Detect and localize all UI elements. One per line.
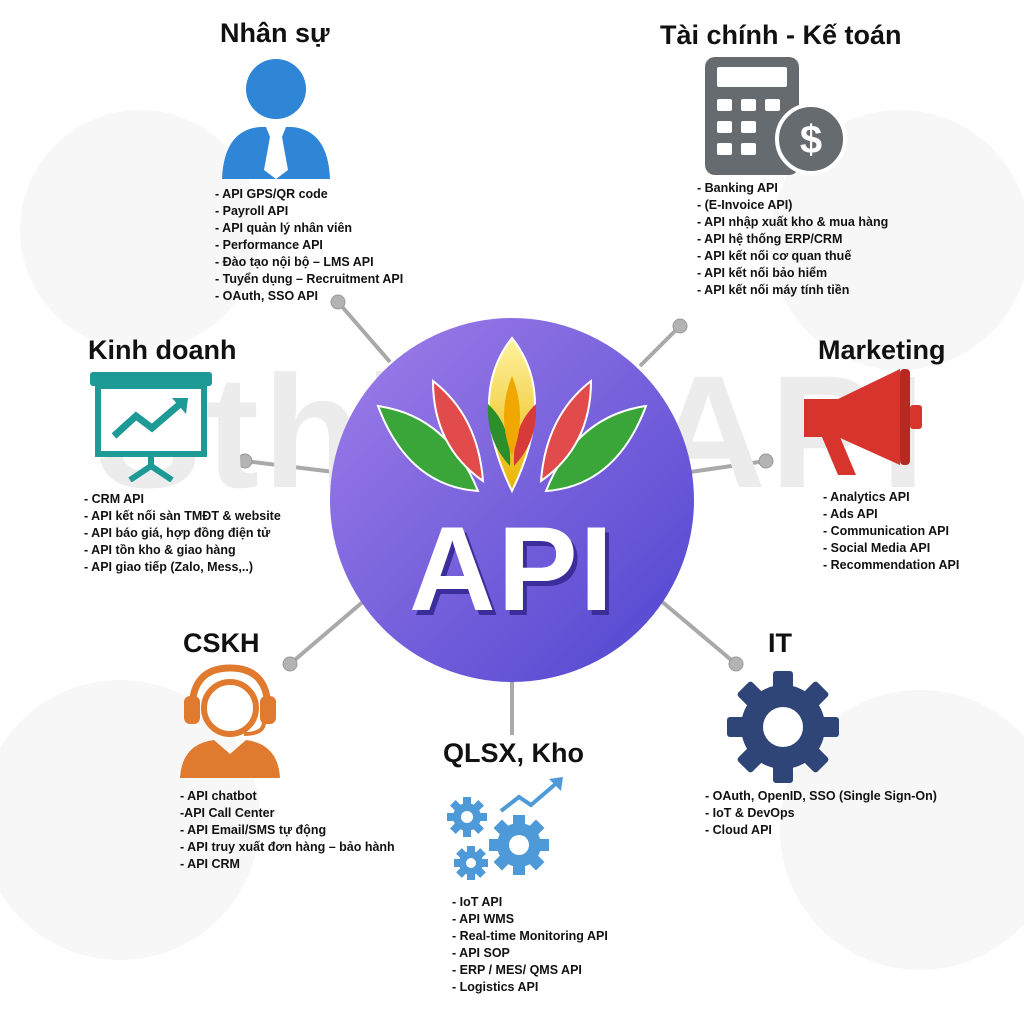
list-item: - Payroll API bbox=[215, 204, 289, 218]
list-item: - Tuyển dụng – Recruitment API bbox=[215, 272, 404, 286]
list-item: - IoT API bbox=[452, 895, 503, 909]
connector-dot bbox=[728, 656, 744, 672]
list-item: - Communication API bbox=[823, 524, 949, 538]
megaphone-icon bbox=[804, 369, 922, 475]
list-item: - API nhập xuất kho & mua hàng bbox=[697, 215, 889, 229]
list-item: - OAuth, SSO API bbox=[215, 289, 319, 303]
list-item: - API chatbot bbox=[180, 789, 257, 803]
connector-dot bbox=[237, 453, 253, 469]
list-item: - IoT & DevOps bbox=[705, 806, 795, 820]
list-item: - API kết nối sàn TMĐT & website bbox=[84, 509, 281, 523]
list-item: - API WMS bbox=[452, 912, 515, 926]
list-item: - API CRM bbox=[180, 857, 240, 871]
list-item: - API GPS/QR code bbox=[215, 187, 328, 201]
list-kinh-doanh: - CRM API - API kết nối sàn TMĐT & websi… bbox=[84, 491, 281, 576]
lotus-logo-icon bbox=[376, 336, 648, 494]
title-marketing: Marketing bbox=[818, 335, 946, 365]
person-tie-icon bbox=[222, 59, 330, 179]
title-qlsx-kho: QLSX, Kho bbox=[443, 738, 584, 768]
list-qlsx-kho: - IoT API - API WMS - Real-time Monitori… bbox=[452, 894, 608, 996]
list-item: - API tồn kho & giao hàng bbox=[84, 543, 236, 557]
list-item: - Banking API bbox=[697, 181, 778, 195]
list-item: - CRM API bbox=[84, 492, 144, 506]
list-marketing: - Analytics API - Ads API - Communicatio… bbox=[823, 489, 959, 574]
connector-dot bbox=[758, 453, 774, 469]
list-item: - Performance API bbox=[215, 238, 323, 252]
list-item: - API báo giá, hợp đồng điện tử bbox=[84, 526, 271, 540]
presentation-chart-icon bbox=[90, 372, 212, 482]
list-item: - API truy xuất đơn hàng – bảo hành bbox=[180, 840, 395, 854]
connector-dot bbox=[330, 294, 346, 310]
list-item: - Ads API bbox=[823, 507, 878, 521]
list-item: - API giao tiếp (Zalo, Mess,..) bbox=[84, 560, 254, 574]
headset-agent-icon bbox=[180, 664, 280, 778]
svg-text:$: $ bbox=[800, 118, 822, 162]
list-item: - Analytics API bbox=[823, 490, 910, 504]
connector-lines bbox=[244, 300, 767, 735]
list-item: - Social Media API bbox=[823, 541, 931, 555]
list-item: - (E-Invoice API) bbox=[697, 198, 793, 212]
list-item: - Real-time Monitoring API bbox=[452, 929, 608, 943]
list-nhan-su: - API GPS/QR code - Payroll API - API qu… bbox=[215, 186, 403, 305]
list-item: - Logistics API bbox=[452, 980, 539, 994]
list-item: - API kết nối bảo hiểm bbox=[697, 266, 828, 280]
api-hub-circle bbox=[330, 318, 694, 682]
title-it: IT bbox=[768, 628, 792, 658]
title-nhan-su: Nhân sự bbox=[220, 18, 330, 48]
list-item: - API kết nối cơ quan thuế bbox=[697, 249, 852, 263]
api-label: API bbox=[408, 502, 616, 636]
title-cskh: CSKH bbox=[183, 628, 260, 658]
list-item: - ERP / MES/ QMS API bbox=[452, 963, 582, 977]
title-kinh-doanh: Kinh doanh bbox=[88, 335, 237, 365]
connector-dot bbox=[282, 656, 298, 672]
list-tai-chinh: - Banking API - (E-Invoice API) - API nh… bbox=[697, 180, 888, 299]
connector-dot bbox=[672, 318, 688, 334]
gears-growth-icon bbox=[447, 777, 563, 880]
list-item: -API Call Center bbox=[180, 806, 275, 820]
list-item: - API SOP bbox=[452, 946, 510, 960]
list-item: - API Email/SMS tự động bbox=[180, 823, 327, 837]
list-item: - Đào tạo nội bộ – LMS API bbox=[215, 255, 374, 269]
list-it: - OAuth, OpenID, SSO (Single Sign-On) - … bbox=[705, 788, 937, 839]
title-tai-chinh: Tài chính - Kế toán bbox=[660, 20, 902, 50]
list-item: - API hệ thống ERP/CRM bbox=[697, 232, 843, 246]
calculator-dollar-icon: $ bbox=[705, 57, 847, 175]
list-item: - Recommendation API bbox=[823, 558, 960, 572]
gear-icon bbox=[727, 671, 839, 783]
list-item: - API quản lý nhân viên bbox=[215, 221, 353, 235]
list-item: - Cloud API bbox=[705, 823, 772, 837]
list-item: - API kết nối máy tính tiền bbox=[697, 283, 850, 297]
list-cskh: - API chatbot -API Call Center - API Ema… bbox=[180, 788, 395, 873]
list-item: - OAuth, OpenID, SSO (Single Sign-On) bbox=[705, 789, 937, 803]
